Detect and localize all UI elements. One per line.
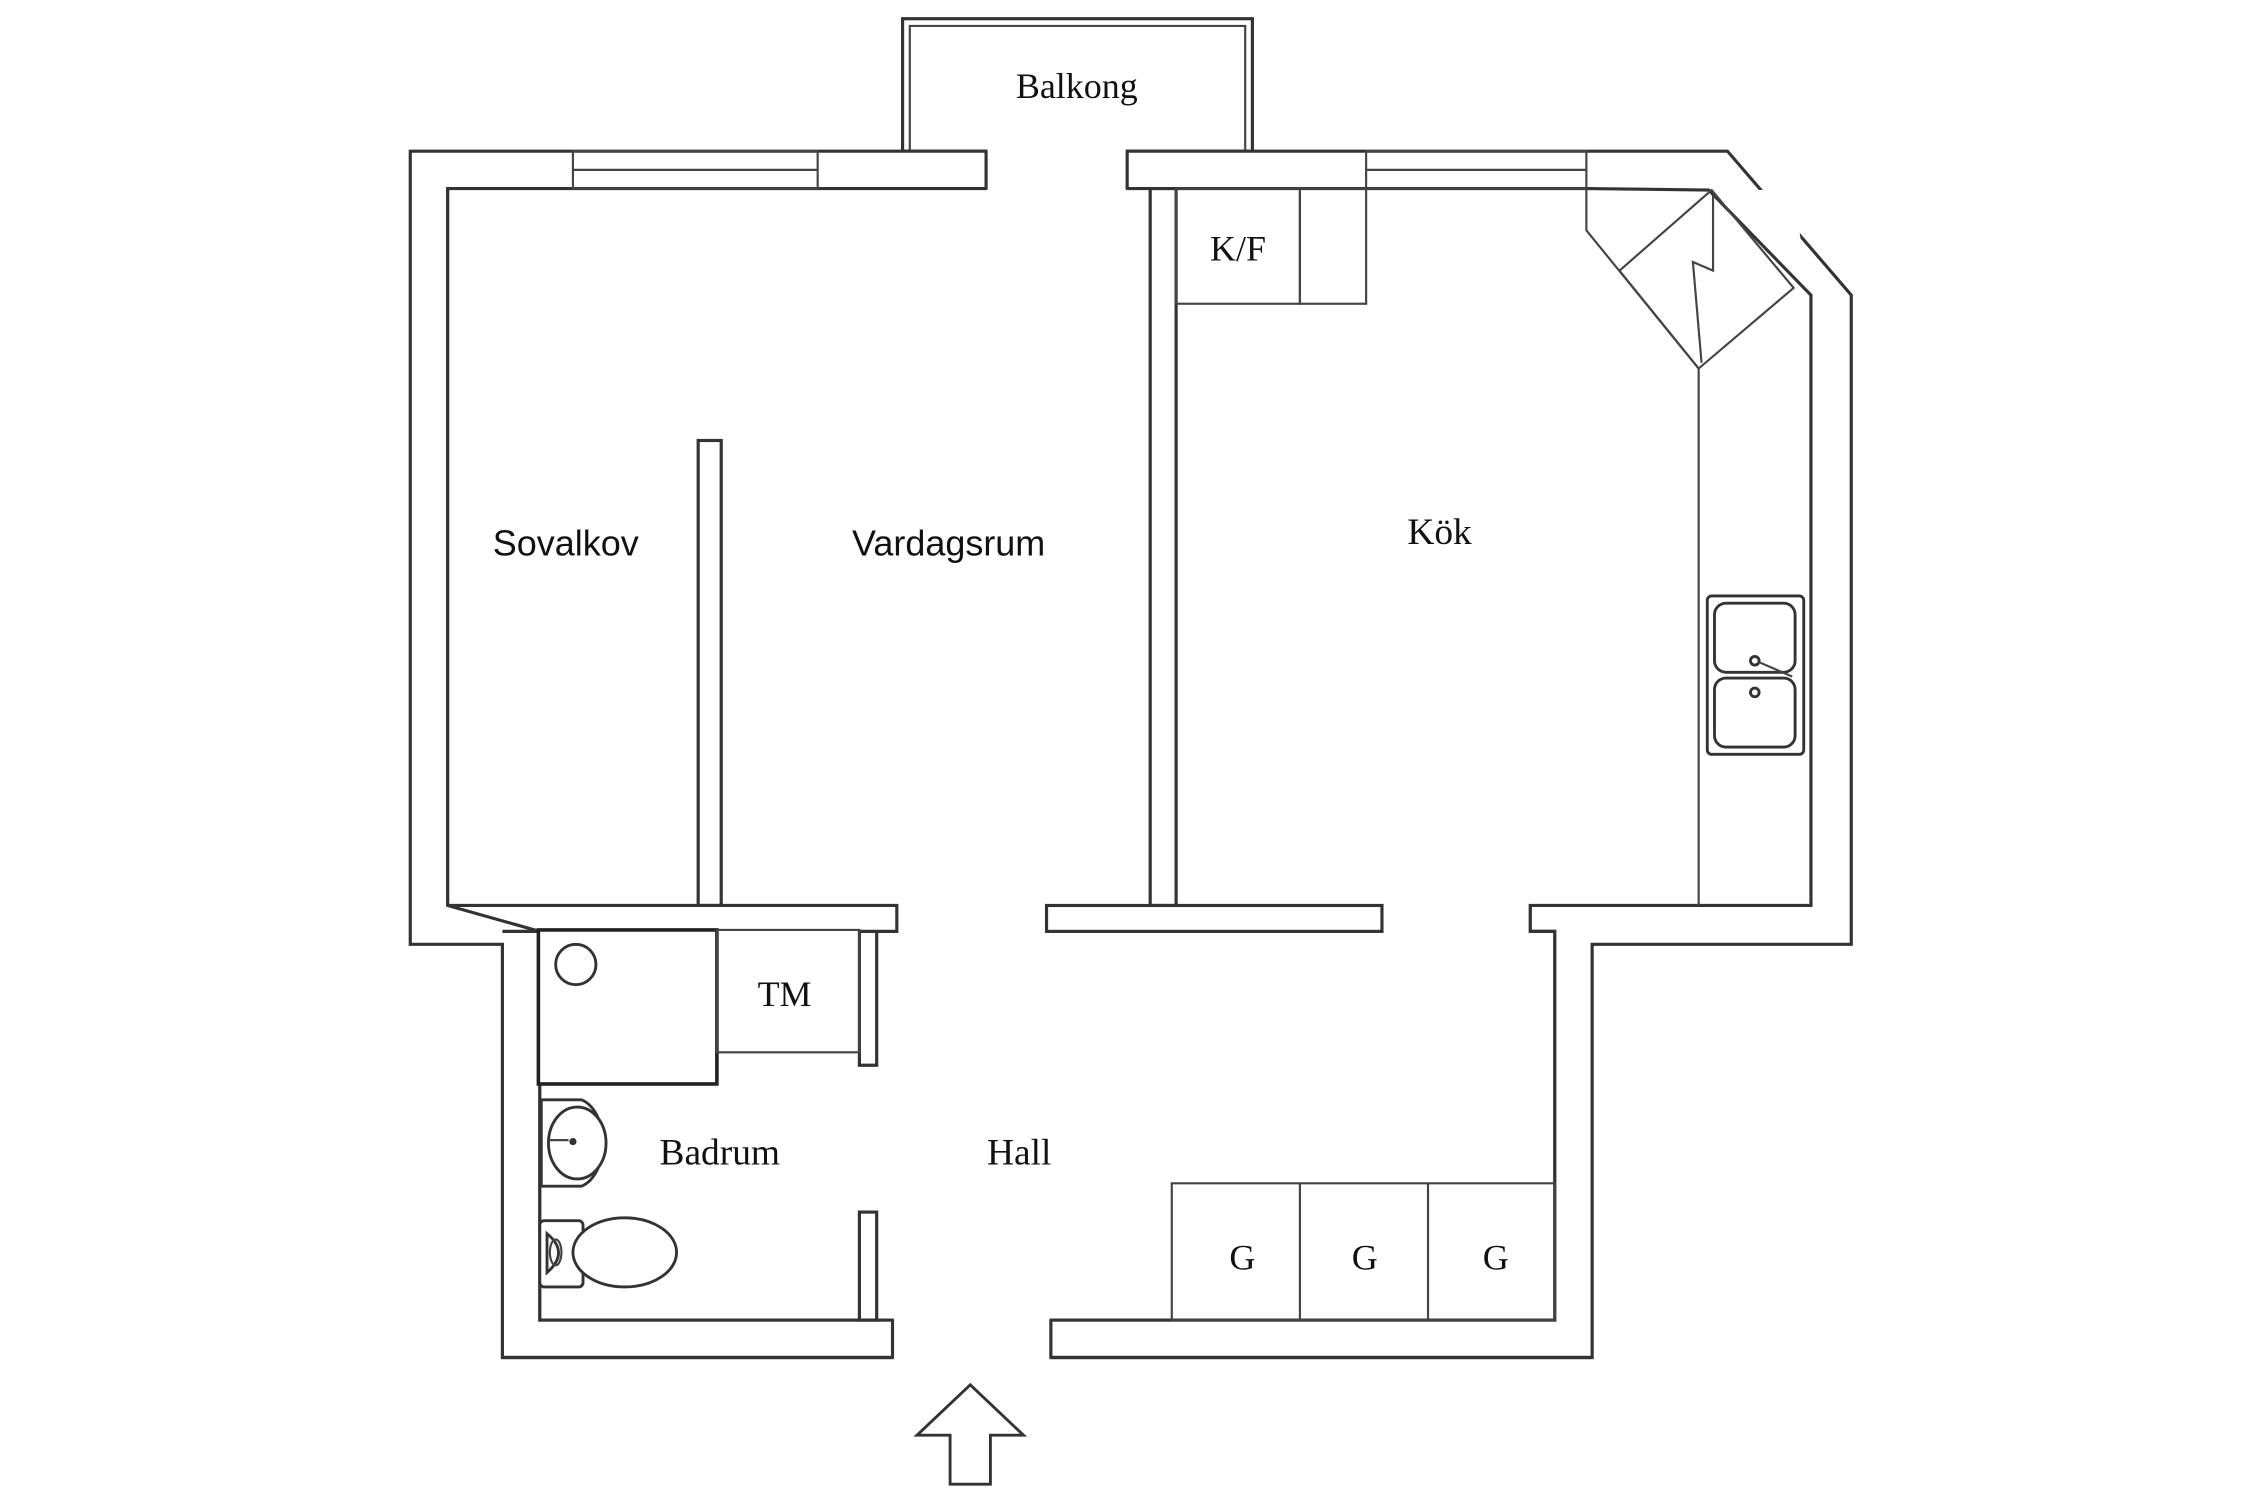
bathroom-fixtures bbox=[536, 928, 861, 1289]
closet-label: G bbox=[1352, 1238, 1378, 1278]
closets bbox=[1170, 1182, 1556, 1322]
double-sink-icon bbox=[1705, 594, 1806, 756]
washbasin-icon bbox=[539, 1098, 608, 1188]
up-arrow-icon bbox=[913, 1382, 1028, 1486]
balcony bbox=[901, 17, 1254, 153]
shower-icon bbox=[536, 928, 719, 1086]
washing-machine-box bbox=[715, 928, 861, 1054]
closet-label: G bbox=[1483, 1238, 1509, 1278]
room-label-sovalkov: Sovalkov bbox=[493, 523, 639, 564]
room-label-kok: Kök bbox=[1407, 512, 1472, 553]
interior-walls bbox=[446, 148, 1813, 1361]
room-label-badrum: Badrum bbox=[660, 1133, 781, 1174]
stove-icon bbox=[1617, 188, 1796, 371]
toilet-icon bbox=[538, 1216, 679, 1289]
closet-label: G bbox=[1229, 1238, 1255, 1278]
room-label-tm: TM bbox=[758, 974, 812, 1014]
kitchen-fixtures bbox=[1175, 187, 1806, 906]
room-label-kf: K/F bbox=[1210, 229, 1266, 269]
room-label-hall: Hall bbox=[987, 1133, 1051, 1174]
room-label-vardagsrum: Vardagsrum bbox=[852, 523, 1045, 564]
room-label-balkong: Balkong bbox=[1016, 66, 1138, 106]
